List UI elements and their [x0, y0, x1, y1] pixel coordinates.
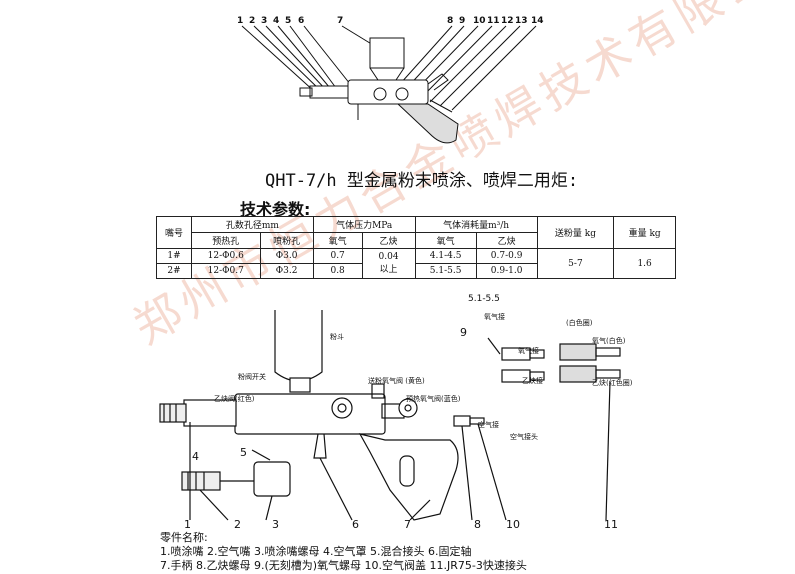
- exploded-diagram: [159, 310, 621, 521]
- cell-preheat: 12-Φ0.6: [191, 248, 261, 264]
- label-c2h2-valve: 乙炔阀(红色): [214, 395, 255, 403]
- cell-c2h2-consumption: 0.9-1.0: [475, 263, 538, 279]
- header-pressure: 气体压力MPa: [312, 216, 416, 233]
- header-o2-consumption: 氧气: [414, 232, 477, 249]
- cell-preheat: 12-Φ0.7: [191, 263, 261, 279]
- cell-nozzle: 2#: [156, 263, 192, 279]
- callout-d10: 10: [506, 518, 520, 531]
- callout-12: 12: [501, 16, 514, 26]
- callout-d4: 4: [192, 450, 199, 463]
- header-powder: 喷粉孔: [259, 232, 314, 249]
- callout-2: 2: [249, 16, 256, 26]
- header-o2-pressure: 氧气: [312, 232, 363, 249]
- callout-8: 8: [447, 16, 454, 26]
- label-air-conn-2: 空气接: [478, 421, 499, 429]
- cell-feed: 5-7: [536, 248, 615, 279]
- document-subtitle: 技术参数:: [240, 200, 311, 219]
- header-holes: 孔数孔径mm: [191, 216, 314, 233]
- callout-5: 5: [285, 16, 292, 26]
- table-row: 1# 12-Φ0.6 Φ3.0 0.7 0.04 以上 4.1-4.5 0.7-…: [156, 248, 676, 279]
- header-c2h2-pressure: 乙炔: [361, 232, 416, 249]
- parts-heading: 零件名称:: [160, 531, 208, 544]
- cell-weight: 1.6: [613, 248, 676, 279]
- header-preheat: 预热孔: [191, 232, 261, 249]
- document-title: QHT-7/h 型金属粉末喷涂、喷焊二用炬:: [265, 171, 579, 191]
- label-hopper: 粉斗: [330, 333, 344, 341]
- callout-6: 6: [298, 16, 305, 26]
- callout-d1: 1: [184, 518, 191, 531]
- cell-c2h2-pressure: 0.04 以上: [361, 248, 416, 279]
- callout-d5: 5: [240, 446, 247, 459]
- parts-list: 零件名称: 1.喷涂嘴 2.空气嘴 3.喷涂嘴螺母 4.空气罩 5.混合接头 6…: [160, 531, 527, 573]
- header-feed: 送粉量 kg: [536, 216, 615, 249]
- torch-overview-illustration: [241, 25, 537, 144]
- spec-table: 嘴号 孔数孔径mm 气体压力MPa 气体消耗量m³/h 送粉量 kg 重量 kg…: [156, 216, 676, 279]
- label-powder-switch: 粉阀开关: [238, 373, 266, 381]
- callout-14: 14: [531, 16, 544, 26]
- label-o2-white-ring: (白色圈): [566, 319, 593, 327]
- callout-10: 10: [473, 16, 486, 26]
- label-feed-o2-valve: 送粉氧气阀 (黄色): [368, 377, 425, 385]
- callout-d11: 11: [604, 518, 618, 531]
- callout-d2: 2: [234, 518, 241, 531]
- header-consumption: 气体消耗量m³/h: [414, 216, 538, 233]
- parts-line-1: 1.喷涂嘴 2.空气嘴 3.喷涂嘴螺母 4.空气罩 5.混合接头 6.固定轴: [160, 545, 472, 558]
- top-callout-numbers: 1 2 3 4 5 6 7 8 9 10 11 12 13 14: [237, 16, 567, 30]
- stray-value: 5.1-5.5: [468, 294, 500, 304]
- cell-o2-pressure: 0.7: [312, 248, 363, 264]
- cell-powder: Φ3.0: [259, 248, 314, 264]
- callout-7: 7: [337, 16, 344, 26]
- callout-13: 13: [515, 16, 528, 26]
- callout-9: 9: [459, 16, 466, 26]
- label-preheat-o2-valve: 预热氧气阀(蓝色): [406, 395, 461, 403]
- header-nozzle: 嘴号: [156, 216, 192, 249]
- callout-d3: 3: [272, 518, 279, 531]
- label-air-conn: 空气接头: [510, 433, 538, 441]
- cell-o2-consumption: 5.1-5.5: [414, 263, 477, 279]
- callout-d9: 9: [460, 326, 467, 339]
- cell-o2-consumption: 4.1-4.5: [414, 248, 477, 264]
- parts-line-2: 7.手柄 8.乙炔螺母 9.(无刻槽为)氧气螺母 10.空气阀盖 11.JR75…: [160, 559, 527, 572]
- label-o2-hose: 氧气接: [484, 313, 505, 321]
- callout-d8: 8: [474, 518, 481, 531]
- cell-o2-pressure: 0.8: [312, 263, 363, 279]
- label-o2-white: 氧气(白色): [592, 337, 626, 345]
- callout-4: 4: [273, 16, 280, 26]
- callout-d7: 7: [404, 518, 411, 531]
- cell-nozzle: 1#: [156, 248, 192, 264]
- callout-1: 1: [237, 16, 244, 26]
- header-weight: 重量 kg: [613, 216, 676, 249]
- callout-d6: 6: [352, 518, 359, 531]
- label-c2h2-conn: 乙炔接: [522, 377, 543, 385]
- cell-powder: Φ3.2: [259, 263, 314, 279]
- table-row: 2# 12-Φ0.7 Φ3.2 0.8 5.1-5.5 0.9-1.0: [156, 263, 676, 279]
- header-c2h2-consumption: 乙炔: [475, 232, 538, 249]
- cell-c2h2-consumption: 0.7-0.9: [475, 248, 538, 264]
- label-o2-conn: 氧气接: [518, 347, 539, 355]
- callout-3: 3: [261, 16, 268, 26]
- label-c2h2-red: 乙炔(红色圈): [592, 379, 633, 387]
- callout-11: 11: [487, 16, 500, 26]
